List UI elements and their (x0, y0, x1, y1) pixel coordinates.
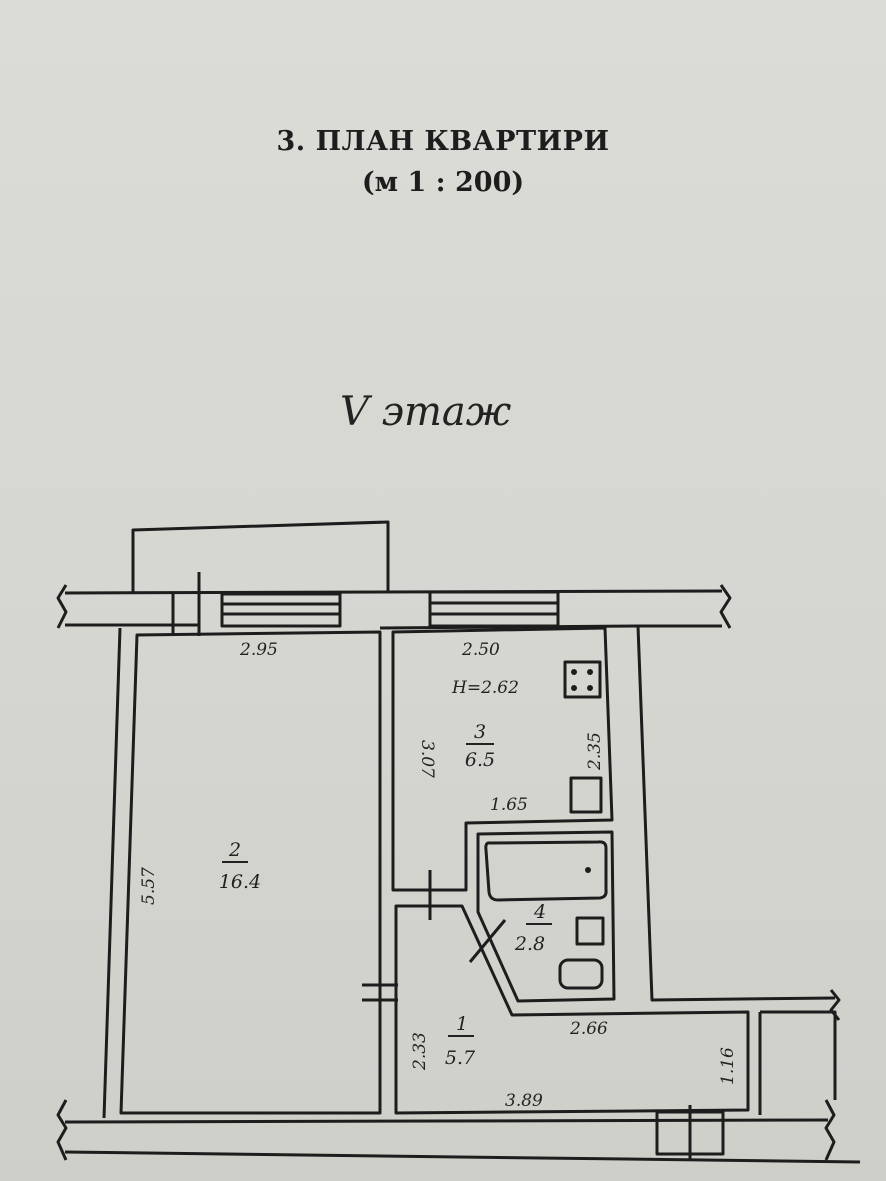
room1-outline (394, 904, 750, 1115)
wall-break-left (56, 584, 68, 629)
dim-room2-width: 2.95 (239, 640, 278, 660)
toilet (558, 958, 604, 990)
stove (563, 660, 602, 699)
outer-wall-top (64, 589, 723, 630)
room2-area: 16.4 (219, 871, 261, 893)
dim-hall-right: 1.16 (718, 1047, 738, 1085)
dim-room2-length: 5.57 (139, 867, 159, 905)
bathtub (484, 840, 608, 902)
outer-wall-right (636, 625, 837, 1115)
wall-break-right (719, 584, 732, 629)
outer-wall-bottom (64, 1118, 861, 1164)
dim-hall-bottom: 3.89 (505, 1091, 543, 1111)
kitchen-sink (569, 776, 603, 814)
room1-area: 5.7 (445, 1047, 476, 1069)
window-kitchen (428, 590, 560, 628)
room2-number: 2 (228, 839, 241, 861)
dim-room3-right: 2.35 (585, 732, 605, 771)
floor-label: V этаж (340, 389, 512, 435)
outer-wall-left (102, 627, 122, 1119)
room2-outline (119, 630, 382, 1115)
dim-hall-left: 2.33 (410, 1032, 430, 1071)
room3-outline (391, 626, 614, 892)
room3-area: 6.5 (465, 749, 495, 771)
room1-number: 1 (456, 1013, 468, 1035)
room3-number: 3 (474, 721, 486, 743)
scale-label: (м 1 : 200) (361, 167, 525, 198)
balcony (131, 520, 390, 593)
room4-number: 4 (533, 901, 546, 923)
window-room2 (220, 592, 342, 628)
ceiling-height: H=2.62 (451, 678, 519, 698)
dim-room3-width: 2.50 (461, 640, 500, 660)
dim-room3-length: 3.07 (417, 740, 437, 778)
room4-area: 2.8 (514, 933, 545, 955)
dim-hall-top: 2.66 (569, 1019, 608, 1039)
room4-outline (476, 830, 616, 1003)
page-title: 3. ПЛАН КВАРТИРИ (276, 126, 610, 157)
sink (575, 916, 605, 946)
dim-room3-bottom: 1.65 (490, 795, 528, 815)
